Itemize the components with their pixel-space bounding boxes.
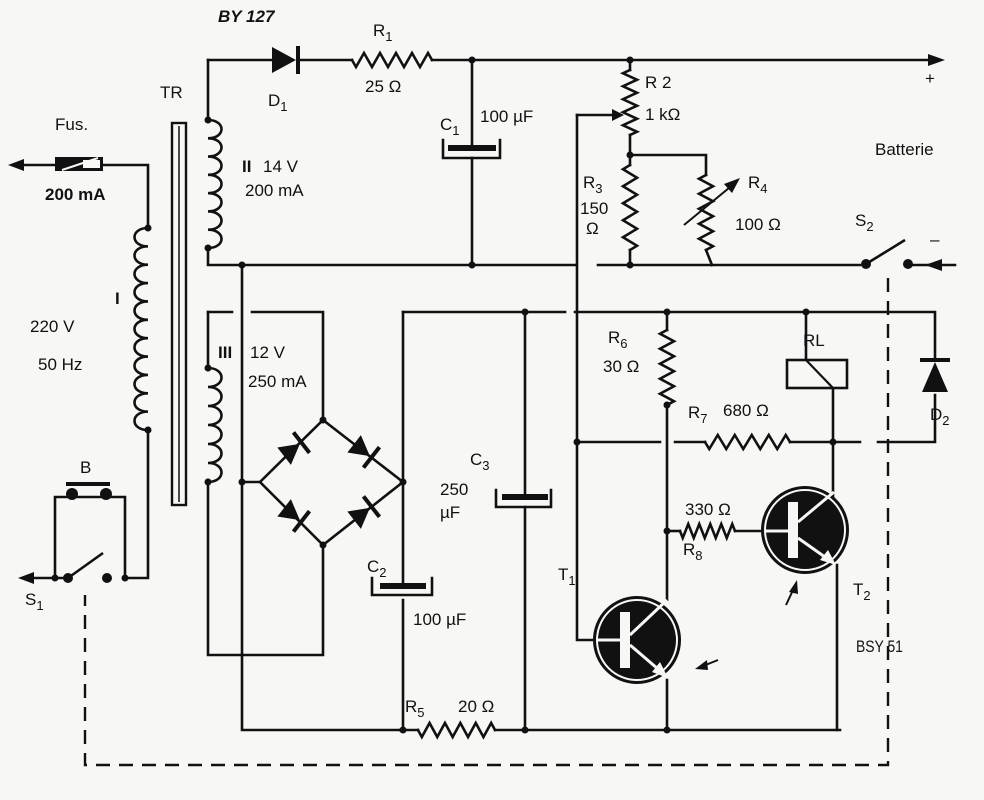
fuse <box>8 157 103 171</box>
c3-unit: µF <box>440 503 460 522</box>
d1-label: D1 <box>268 91 288 114</box>
relay-label: RL <box>803 331 825 350</box>
resistor-r7 <box>703 432 792 452</box>
diode-d2 <box>920 358 950 392</box>
c1-value: 100 µF <box>480 107 533 126</box>
resistor-r2 <box>619 68 641 137</box>
resistor-r4 <box>696 173 716 252</box>
arrow-plus-icon <box>928 54 945 66</box>
bridge-diode <box>347 495 382 529</box>
r5-value: 20 Ω <box>458 697 494 716</box>
resistor-r1 <box>350 50 434 70</box>
diode-d1 <box>272 46 300 74</box>
r1-value: 25 Ω <box>365 77 401 96</box>
r5-label: R5 <box>405 697 425 720</box>
r7-value: 680 Ω <box>723 401 769 420</box>
r2-label: R 2 <box>645 73 671 92</box>
t2-label: T2 <box>853 580 871 603</box>
arrow-left-icon <box>18 572 34 584</box>
battery-terminals <box>925 54 945 271</box>
winding-coil <box>206 118 223 250</box>
bridge-diode <box>347 435 382 469</box>
r2-wiper-arrow <box>612 109 624 121</box>
pushbutton-b[interactable] <box>66 482 112 500</box>
r8-label: R8 <box>683 540 703 563</box>
c3-label: C3 <box>470 450 490 473</box>
mechanical-link-dashed <box>83 278 890 767</box>
pushbutton-b-label: B <box>80 458 91 477</box>
capacitor-c3 <box>494 488 553 509</box>
switch-s1[interactable] <box>18 551 112 584</box>
transformer-label: TR <box>160 83 183 102</box>
r4-label: R4 <box>748 173 768 196</box>
secondary3-current: 250 mA <box>248 372 307 391</box>
resistor-r5 <box>416 720 497 740</box>
fuse-value: 200 mA <box>45 185 105 204</box>
resistor-r8 <box>678 520 737 542</box>
c3-value: 250 <box>440 480 468 499</box>
winding-coil <box>133 226 150 432</box>
primary-frequency: 50 Hz <box>38 355 82 374</box>
r2-value: 1 kΩ <box>645 105 680 124</box>
transformer <box>133 118 223 507</box>
bridge-rectifier <box>277 431 382 533</box>
bridge-diode <box>277 431 312 465</box>
t1-label: T1 <box>558 565 576 588</box>
battery-label: Batterie <box>875 140 934 159</box>
r6-label: R6 <box>608 328 628 351</box>
secondary-winding-ii <box>206 118 223 250</box>
secondary2-current: 200 mA <box>245 181 304 200</box>
r6-value: 30 Ω <box>603 357 639 376</box>
c2-label: C2 <box>367 557 387 580</box>
c1-label: C1 <box>440 115 460 138</box>
wires <box>18 58 957 732</box>
bridge-diode <box>277 499 312 533</box>
c2-value: 100 µF <box>413 610 466 629</box>
resistor-r6 <box>657 328 677 407</box>
arrow-minus-icon <box>925 259 942 271</box>
secondary3-label: III <box>218 343 232 362</box>
secondary2-voltage: 14 V <box>263 157 299 176</box>
r4-value: 100 Ω <box>735 215 781 234</box>
s2-label: S2 <box>855 211 874 234</box>
winding-coil <box>206 366 223 484</box>
switch-s2[interactable] <box>861 238 913 269</box>
r7-label: R7 <box>688 403 708 426</box>
secondary3-voltage: 12 V <box>250 343 286 362</box>
relay-rl <box>785 358 849 390</box>
r3-value: 150 <box>580 199 608 218</box>
resistor-r3 <box>620 163 640 252</box>
capacitor-c2 <box>370 576 434 597</box>
d2-label: D2 <box>930 405 950 428</box>
battery-plus: + <box>925 69 935 88</box>
secondary2-label: II <box>242 157 251 176</box>
transistor-type-label: BSY 51 <box>856 638 903 657</box>
r4-variable-arrow <box>683 178 740 226</box>
secondary-winding-iii <box>206 366 223 484</box>
d1-part-label: BY 127 <box>218 7 276 26</box>
r8-value: 330 Ω <box>685 500 731 519</box>
resistors <box>350 50 792 740</box>
r3-unit: Ω <box>586 219 599 238</box>
transistor-t2 <box>761 486 849 574</box>
capacitor-c1 <box>441 138 502 160</box>
r3-label: R3 <box>583 173 603 196</box>
transistor-t1 <box>593 596 681 684</box>
primary-voltage: 220 V <box>30 317 75 336</box>
labels: BY 127 D1 R1 25 Ω TR Fus. 200 mA C1 100 … <box>25 7 950 720</box>
r1-label: R1 <box>373 21 393 44</box>
primary-winding <box>133 226 150 432</box>
fuse-label: Fus. <box>55 115 88 134</box>
primary-label: I <box>115 289 120 308</box>
s1-label: S1 <box>25 590 44 613</box>
arrow-left-icon <box>8 159 24 171</box>
bsy51-pointer-arrows <box>695 580 798 670</box>
battery-minus: – <box>930 230 940 249</box>
